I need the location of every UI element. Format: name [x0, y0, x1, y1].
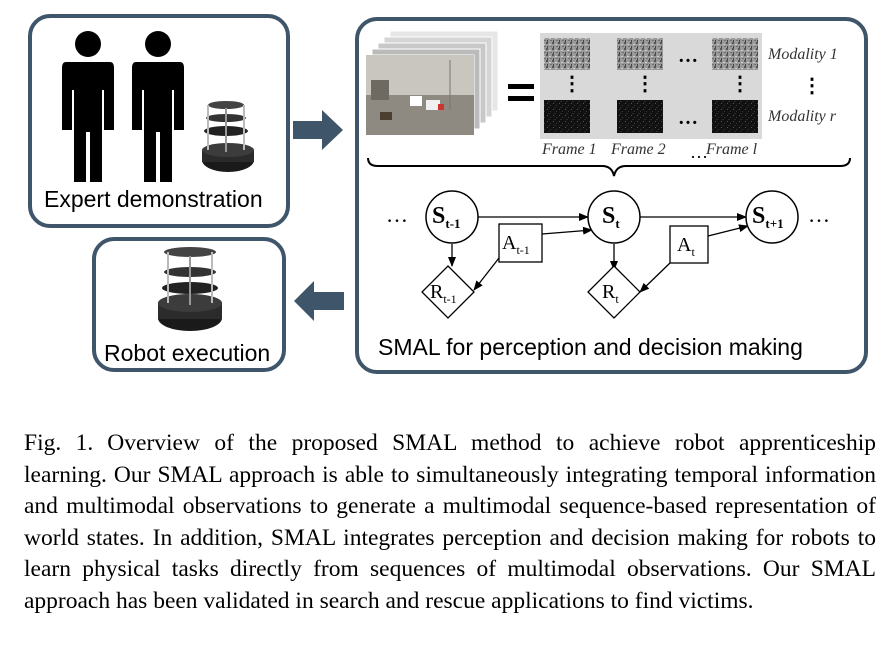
arrow-right-to-smal — [293, 110, 343, 150]
frame-last-label: Frame l — [706, 141, 758, 158]
curly-brace — [367, 157, 851, 177]
camera-frame-front — [365, 54, 475, 136]
modality-last-label: Modality r — [768, 108, 836, 125]
frame-second-label: Frame 2 — [611, 141, 666, 158]
expert-demonstration-label: Expert demonstration — [44, 186, 263, 212]
caption-label: Fig. 1. — [24, 430, 94, 456]
state-node-t-minus-1 — [425, 190, 479, 244]
modality-hellipsis-bottom: … — [678, 107, 698, 129]
equals-sign — [508, 84, 534, 101]
edge-a2-s3 — [707, 224, 749, 237]
state-node-t-plus-1 — [745, 190, 799, 244]
graph-ellipsis-right: … — [808, 202, 830, 227]
arrow-left-to-execution — [294, 281, 344, 321]
action-label-t: At — [677, 234, 695, 259]
reward-label-t-minus-1: Rt-1 — [430, 281, 457, 306]
robot-icon-small — [202, 101, 254, 172]
edge-a1-r1 — [473, 257, 500, 291]
graph-edges — [448, 213, 749, 293]
frame-first-label: Frame 1 — [542, 141, 597, 158]
state-label-t-plus-1: St+1 — [752, 203, 784, 231]
reward-node-t — [587, 265, 641, 319]
edge-a1-s2 — [541, 226, 593, 235]
state-label-t: St — [602, 203, 620, 231]
robot-execution-label: Robot execution — [104, 340, 271, 366]
human-icon-left — [62, 31, 114, 182]
modality-hellipsis-top: … — [678, 45, 698, 67]
reward-node-t-minus-1 — [421, 265, 475, 319]
graph-ellipsis-left: … — [386, 202, 408, 227]
action-node-t — [669, 225, 709, 264]
frame-ellipsis: … — [690, 142, 708, 162]
smal-label: SMAL for perception and decision making — [378, 334, 803, 360]
modality-first-label: Modality 1 — [768, 46, 838, 63]
figure-graphics: St-1 St St+1 At-1 At Rt-1 Rt … … … … ⋮ ⋮… — [62, 30, 851, 331]
camera-frames-stack — [365, 30, 499, 136]
reward-label-t: Rt — [602, 281, 619, 306]
modality-panel — [540, 33, 762, 139]
robot-icon-large — [158, 247, 222, 331]
action-label-t-minus-1: At-1 — [502, 232, 530, 257]
human-icon-right — [132, 31, 184, 182]
edge-a2-r2 — [639, 262, 671, 293]
state-label-t-minus-1: St-1 — [432, 203, 461, 231]
modality-vellipsis-label: ⋮ — [802, 75, 822, 97]
state-node-t — [587, 190, 641, 244]
action-node-t-minus-1 — [498, 223, 543, 263]
modality-vellipsis-3: ⋮ — [730, 73, 750, 95]
modality-vellipsis-1: ⋮ — [562, 73, 582, 95]
figure-caption: Fig. 1.Overview of the proposed SMAL met… — [24, 428, 876, 617]
caption-text: Overview of the proposed SMAL method to … — [24, 430, 876, 614]
modality-vellipsis-2: ⋮ — [635, 73, 655, 95]
